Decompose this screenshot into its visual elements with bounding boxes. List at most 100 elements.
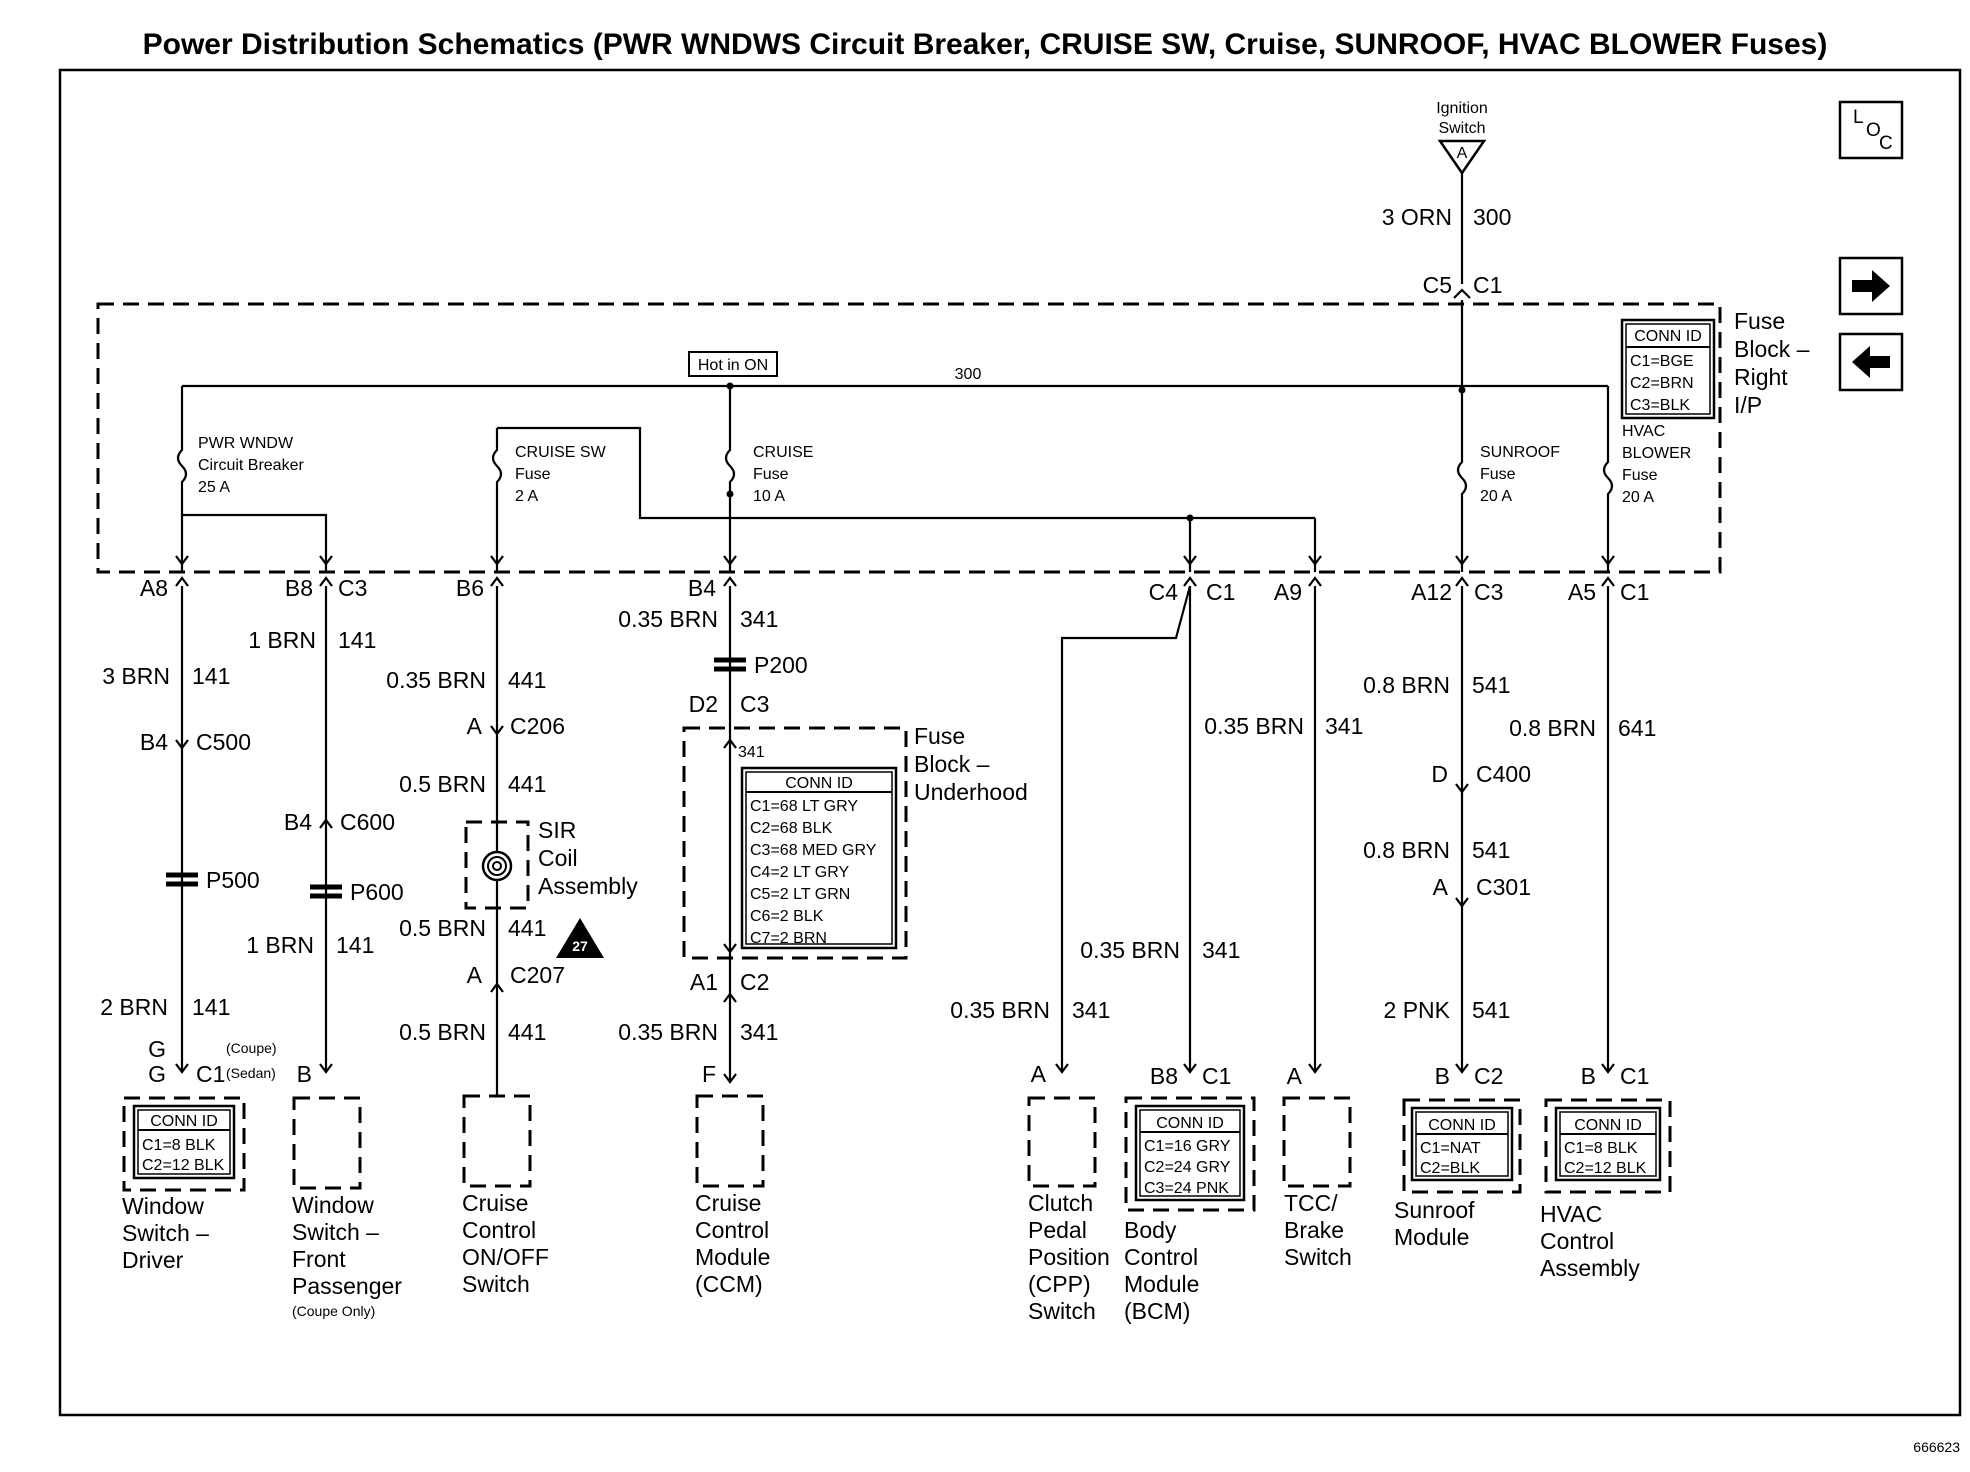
svg-text:SUNROOF: SUNROOF <box>1480 444 1560 461</box>
svg-text:C1=NAT: C1=NAT <box>1420 1140 1481 1157</box>
col4-splice: P200 <box>754 652 808 678</box>
svg-text:Passenger: Passenger <box>292 1273 402 1299</box>
loc-button[interactable]: L O C <box>1838 100 1904 160</box>
c301-chevron-icon <box>1455 897 1469 908</box>
col2-circuit2: 141 <box>336 932 374 958</box>
prev-page-button[interactable] <box>1838 332 1904 392</box>
hot-in-on-label: Hot in ON <box>688 351 778 377</box>
fuse-block-pin-labels: A8 B8 C3 B6 B4 C4 C1 A9 A12 C3 A5 C1 <box>140 575 1650 605</box>
svg-text:CRUISE SW: CRUISE SW <box>515 444 607 461</box>
fuse-block-conn-id-table: CONN ID C1=BGE C2=BRN C3=BLK <box>1620 318 1716 420</box>
pwr-wndw-circuit-breaker-icon <box>176 386 188 572</box>
underhood-bottom-arrow-icon <box>723 943 737 954</box>
svg-text:Control: Control <box>1540 1228 1614 1254</box>
page-title: Power Distribution Schematics (PWR WNDWS… <box>143 28 1828 61</box>
cruise-fuse-label: CRUISE Fuse 10 A <box>753 444 813 505</box>
sunroof-fuse-icon <box>1456 386 1468 572</box>
svg-text:C5=2 LT GRN: C5=2 LT GRN <box>750 886 850 903</box>
col2-pin: B <box>297 1061 312 1087</box>
svg-text:Switch: Switch <box>1028 1298 1096 1324</box>
col3-circuit2: 441 <box>508 771 546 797</box>
col6-connector2: C301 <box>1476 874 1531 900</box>
col1-connector2: C1 <box>196 1061 225 1087</box>
window-switch-passenger <box>292 1096 362 1190</box>
svg-text:C1: C1 <box>1206 579 1235 605</box>
diagram-frame <box>58 68 1962 1417</box>
svg-text:Pedal: Pedal <box>1028 1217 1087 1243</box>
cruise-fuse-icon <box>724 386 736 572</box>
ignition-label-1: Ignition <box>1436 100 1488 117</box>
svg-text:Control: Control <box>462 1217 536 1243</box>
svg-text:CONN ID: CONN ID <box>1634 328 1702 345</box>
svg-text:C2=12 BLK: C2=12 BLK <box>142 1157 225 1174</box>
svg-text:Clutch: Clutch <box>1028 1190 1093 1216</box>
col1-wire1: 3 BRN <box>102 663 170 689</box>
svg-text:2 A: 2 A <box>515 488 538 505</box>
connector-c1-chevron-icon <box>1453 288 1471 299</box>
c500-chevron-icon <box>175 739 189 750</box>
bcm-conn-id: CONN ID C1=16 GRY C2=24 GRY C3=24 PNK <box>1134 1104 1246 1202</box>
col5-circuit-bcm-upper: 341 <box>1325 713 1363 739</box>
cruise-fuse-junction <box>726 490 734 498</box>
svg-text:Hot in ON: Hot in ON <box>698 357 768 374</box>
splice-p200-icon <box>714 657 746 672</box>
svg-text:A8: A8 <box>140 575 168 601</box>
svg-text:A12: A12 <box>1411 579 1452 605</box>
svg-text:Front: Front <box>292 1246 346 1272</box>
svg-text:HVAC: HVAC <box>1622 423 1665 440</box>
svg-text:C3: C3 <box>1474 579 1503 605</box>
svg-text:Sunroof: Sunroof <box>1394 1197 1475 1223</box>
ignition-triangle-icon <box>1437 139 1487 176</box>
col4-pin2: A1 <box>690 969 718 995</box>
col1-wire2: 2 BRN <box>100 994 168 1020</box>
col6-circuit1: 541 <box>1472 672 1510 698</box>
svg-text:TCC/: TCC/ <box>1284 1190 1338 1216</box>
col5-wire-bcm-lower: 0.35 BRN <box>1080 937 1180 963</box>
svg-text:SIR: SIR <box>538 817 576 843</box>
tcc-pin: A <box>1287 1063 1303 1089</box>
svg-text:Module: Module <box>1124 1271 1199 1297</box>
svg-text:C7=2 BRN: C7=2 BRN <box>750 930 827 947</box>
col7-pin: B <box>1581 1063 1596 1089</box>
col5-chevrons-icon <box>1055 1063 1322 1074</box>
svg-text:Block –: Block – <box>914 751 990 777</box>
next-page-button[interactable] <box>1838 256 1904 316</box>
col6-circuit2: 541 <box>1472 837 1510 863</box>
hvac-conn-id: CONN ID C1=8 BLK C2=12 BLK <box>1554 1106 1662 1182</box>
sunroof-fuse-label: SUNROOF Fuse 20 A <box>1480 444 1560 505</box>
cruise-control-module <box>695 1094 765 1188</box>
ccm-chevron-icon <box>723 1073 737 1084</box>
cpp-pin: A <box>1031 1061 1047 1087</box>
fuse-block-right-ip-name: Fuse Block – Right I/P <box>1734 308 1810 418</box>
svg-text:C1=8 BLK: C1=8 BLK <box>142 1137 216 1154</box>
pwr-wndw-branch <box>182 513 328 572</box>
splice-p600-icon <box>310 884 342 899</box>
svg-text:Fuse: Fuse <box>1734 308 1785 334</box>
svg-text:C4=2 LT GRY: C4=2 LT GRY <box>750 864 849 881</box>
fuse-block-underhood <box>682 726 908 960</box>
c2-chevron-icon <box>723 992 737 1003</box>
col4-circuit1: 341 <box>740 606 778 632</box>
fuse-block-underhood-conn-id: CONN ID C1=68 LT GRY C2=68 BLK C3=68 MED… <box>740 766 898 950</box>
col3-circuit3: 441 <box>508 915 546 941</box>
svg-text:Cruise: Cruise <box>462 1190 528 1216</box>
col1-pin1: B4 <box>140 729 168 755</box>
col4-circuit2: 341 <box>740 1019 778 1045</box>
svg-text:C1: C1 <box>1620 579 1649 605</box>
c400-chevron-icon <box>1455 783 1469 794</box>
svg-text:C6=2 BLK: C6=2 BLK <box>750 908 824 925</box>
col1-splice: P500 <box>206 867 260 893</box>
svg-text:C2=12 BLK: C2=12 BLK <box>1564 1160 1647 1177</box>
col1-connector1: C500 <box>196 729 251 755</box>
svg-text:CONN ID: CONN ID <box>785 775 853 792</box>
svg-text:Fuse: Fuse <box>515 466 551 483</box>
col6-connector1: C400 <box>1476 761 1531 787</box>
loc-letter-c: C <box>1879 133 1893 154</box>
sunroof-chevron-icon <box>1455 1063 1469 1074</box>
sir-coil-spiral-icon <box>481 850 513 882</box>
col3-connector2: C207 <box>510 962 565 988</box>
col6-pin1: D <box>1431 761 1448 787</box>
cruise-onoff-switch <box>462 1094 532 1188</box>
col6-pin: B <box>1435 1063 1450 1089</box>
